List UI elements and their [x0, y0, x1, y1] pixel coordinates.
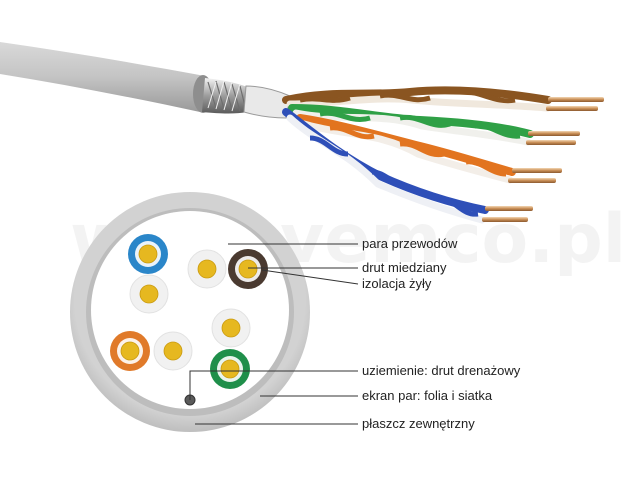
foil-shield: [243, 85, 291, 119]
leader-drain: [189, 370, 358, 400]
leader-lines: [189, 243, 359, 425]
pair-blue: [282, 108, 533, 224]
label-jacket: płaszcz zewnętrzny: [362, 416, 475, 431]
label-insulation: izolacja żyły: [362, 276, 432, 291]
pair-brown: [282, 86, 604, 112]
copper-conductor: [221, 318, 241, 338]
label-drain: uziemienie: drut drenażowy: [362, 363, 521, 378]
leader-insulation: [261, 269, 359, 285]
cores-group: [110, 234, 268, 389]
cross-section: [70, 192, 310, 432]
pair-green: [288, 104, 580, 146]
copper-conductor: [138, 244, 158, 264]
stripped-cable: [0, 42, 604, 224]
copper-conductor: [220, 359, 240, 379]
label-pair: para przewodów: [362, 236, 458, 251]
label-copper: drut miedziany: [362, 260, 447, 275]
pair-orange: [296, 114, 562, 184]
copper-conductor: [120, 341, 140, 361]
copper-conductor: [197, 259, 217, 279]
label-shield: ekran par: folia i siatka: [362, 388, 493, 403]
copper-conductor: [163, 341, 183, 361]
cable-jacket: [0, 42, 205, 112]
copper-conductor: [139, 284, 159, 304]
copper-conductor: [238, 259, 258, 279]
